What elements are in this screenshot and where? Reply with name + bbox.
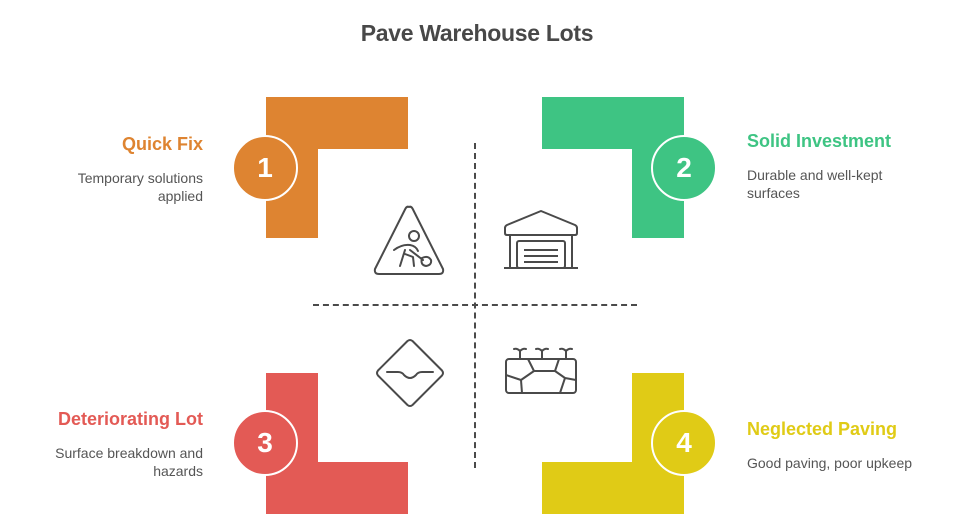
quadrant-description: Good paving, poor upkeep	[747, 454, 912, 472]
description-line: Surface breakdown and	[55, 445, 203, 461]
description-line: surfaces	[747, 185, 800, 201]
quadrant-description: Durable and well-kept surfaces	[747, 166, 882, 202]
number-badge: 1	[232, 135, 298, 201]
bump-warning-sign-icon	[376, 339, 444, 407]
quadrant-label: Neglected Paving	[747, 419, 898, 439]
l-shape-bottom-bar	[266, 462, 408, 514]
vertical-axis-divider	[474, 143, 476, 468]
description-line: Durable and well-kept	[747, 167, 883, 183]
description-line: Good paving, poor upkeep	[747, 455, 913, 471]
number-badge: 3	[232, 410, 298, 476]
number-badge: 2	[651, 135, 717, 201]
quadrant-label: Solid Investment	[747, 131, 892, 151]
quadrant-label: Quick Fix	[121, 134, 203, 154]
quadrant-label: Deteriorating Lot	[57, 409, 203, 429]
road-work-sign-icon	[373, 205, 445, 275]
cracked-pavement-weeds-icon	[505, 347, 577, 394]
description-line: applied	[157, 188, 203, 204]
description-line: Temporary solutions	[77, 170, 203, 186]
quadrant-description: Temporary solutions applied	[78, 169, 203, 205]
quadrant-description: Surface breakdown and hazards	[55, 444, 203, 480]
diagram-title: Pave Warehouse Lots	[360, 20, 594, 46]
number-badge: 4	[651, 410, 717, 476]
garage-warehouse-icon	[504, 210, 578, 269]
description-line: hazards	[153, 463, 203, 479]
l-shape-bottom-bar	[542, 462, 684, 514]
